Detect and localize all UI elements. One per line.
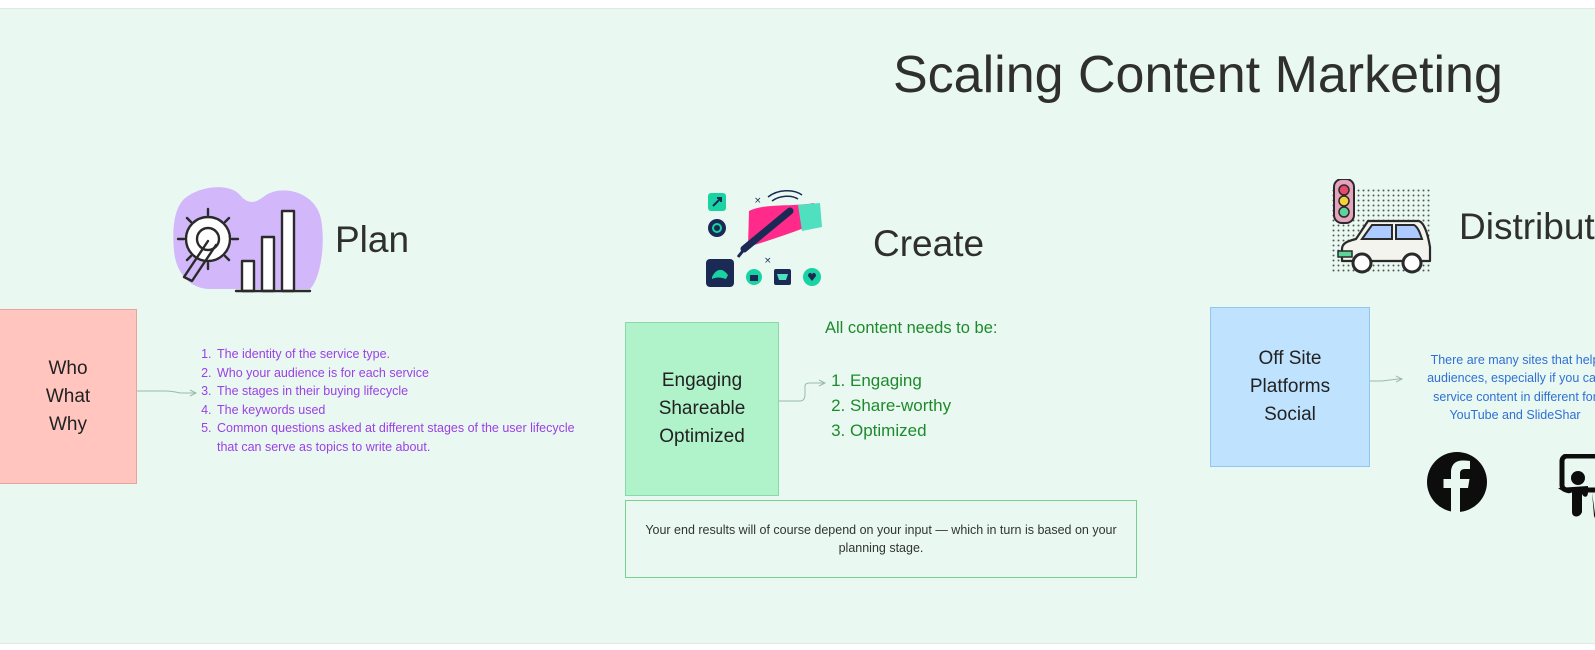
create-list: Engaging Share-worthy Optimized: [830, 368, 951, 443]
distribute-text-line: audiences, especially if you can: [1427, 371, 1595, 386]
list-item: The keywords used: [215, 401, 575, 420]
distribute-box-line: Off Site: [1258, 348, 1322, 369]
create-illustration-icon: × ×: [706, 190, 822, 287]
create-box-line: Engaging: [661, 370, 743, 391]
list-item: Who your audience is for each service: [215, 364, 575, 383]
plan-box-line: What: [45, 385, 91, 407]
plan-illustration-icon: [173, 187, 323, 293]
distribute-text-line: YouTube and SlideShar: [1449, 407, 1581, 422]
distribute-box-line: Social: [1264, 404, 1316, 425]
plan-box-line: Who: [48, 357, 88, 379]
create-heading: Create: [873, 223, 985, 264]
list-item: Common questions asked at different stag…: [215, 419, 575, 456]
list-item: The stages in their buying lifecycle: [215, 382, 575, 401]
plan-list: The identity of the service type. Who yo…: [199, 345, 575, 456]
svg-text:×: ×: [764, 256, 772, 266]
create-note: Your end results will of course depend o…: [625, 500, 1137, 578]
distribute-text-line: service content in different for: [1433, 389, 1595, 404]
svg-text:×: ×: [754, 196, 762, 206]
list-item: Share-worthy: [850, 393, 951, 418]
page-title: Scaling Content Marketing: [893, 46, 1503, 104]
distribute-car-icon: [1332, 179, 1432, 274]
distribute-box: Off Site Platforms Social: [1210, 307, 1370, 467]
list-item: Optimized: [850, 418, 951, 443]
distribute-heading: Distribute: [1459, 206, 1595, 247]
list-item: Engaging: [850, 368, 951, 393]
list-item: The identity of the service type.: [215, 345, 575, 364]
plan-box: Who What Why: [0, 309, 137, 484]
whiteboard-canvas: Scaling Content Marketing Plan Who What …: [0, 8, 1595, 644]
create-box-line: Shareable: [658, 398, 746, 419]
slideshare-icon[interactable]: [1558, 454, 1595, 520]
connector-lines: [137, 375, 1404, 402]
distribute-text-line: There are many sites that help: [1430, 353, 1595, 367]
create-box-line: Optimized: [659, 426, 745, 447]
plan-heading: Plan: [335, 219, 410, 260]
facebook-icon[interactable]: [1426, 451, 1488, 513]
plan-box-line: Why: [48, 413, 87, 435]
distribute-text: There are many sites that help audiences…: [1400, 351, 1595, 424]
create-needs-label: All content needs to be:: [825, 319, 998, 337]
create-box: Engaging Shareable Optimized: [625, 322, 779, 496]
distribute-box-line: Platforms: [1249, 376, 1331, 397]
